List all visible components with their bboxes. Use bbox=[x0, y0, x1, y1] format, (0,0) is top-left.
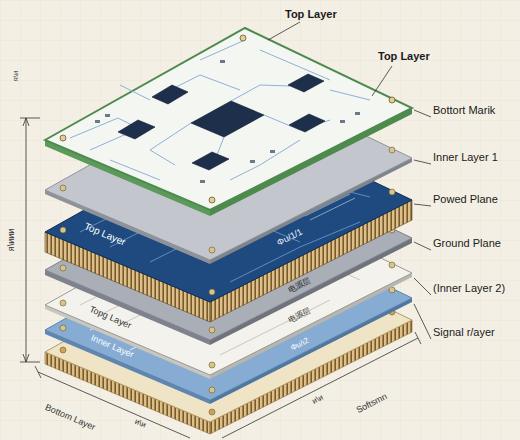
layer-name: Top Layer bbox=[83, 220, 128, 247]
layer-callout: Top Layer bbox=[378, 50, 430, 62]
layer-name: 电源层 bbox=[287, 277, 312, 296]
top-board bbox=[45, 28, 412, 216]
dimension-label: ᴙ\ᴎ bbox=[12, 70, 21, 81]
layer-callout: Powed Plane bbox=[433, 193, 498, 205]
layer-name: Φu/1/1 bbox=[276, 227, 305, 248]
layer-callout: Inner Layer 1 bbox=[433, 151, 498, 163]
layer-callout: Bottort Marik bbox=[433, 104, 495, 116]
leader-line bbox=[268, 22, 431, 339]
dimension-label: ᴎ\ᴎ bbox=[133, 418, 147, 430]
layer-name: Topg Layer bbox=[88, 305, 133, 332]
dimension-line bbox=[20, 118, 421, 438]
layer-name: Inner Layer bbox=[89, 334, 135, 361]
layer-callout: (Inner Layer 2) bbox=[433, 282, 505, 294]
layer-callout: Top Layer bbox=[285, 8, 337, 20]
layer-name: 电源层 bbox=[287, 307, 312, 326]
dimension-label: ᴎ\ᴎ bbox=[311, 394, 325, 407]
layer-callout: Signal r/ayer bbox=[433, 326, 495, 338]
dimension-label: ᴙ\ᴎᴎᴎ bbox=[7, 229, 17, 251]
smd-component bbox=[95, 60, 360, 183]
dimension-label: Bottom Layer bbox=[43, 403, 96, 433]
layer-name: Φu/ι2 bbox=[289, 337, 310, 354]
chip-symbol bbox=[118, 74, 325, 170]
dimension-label: Softsmn bbox=[355, 392, 389, 416]
layer-callout: Ground Plane bbox=[433, 237, 501, 249]
